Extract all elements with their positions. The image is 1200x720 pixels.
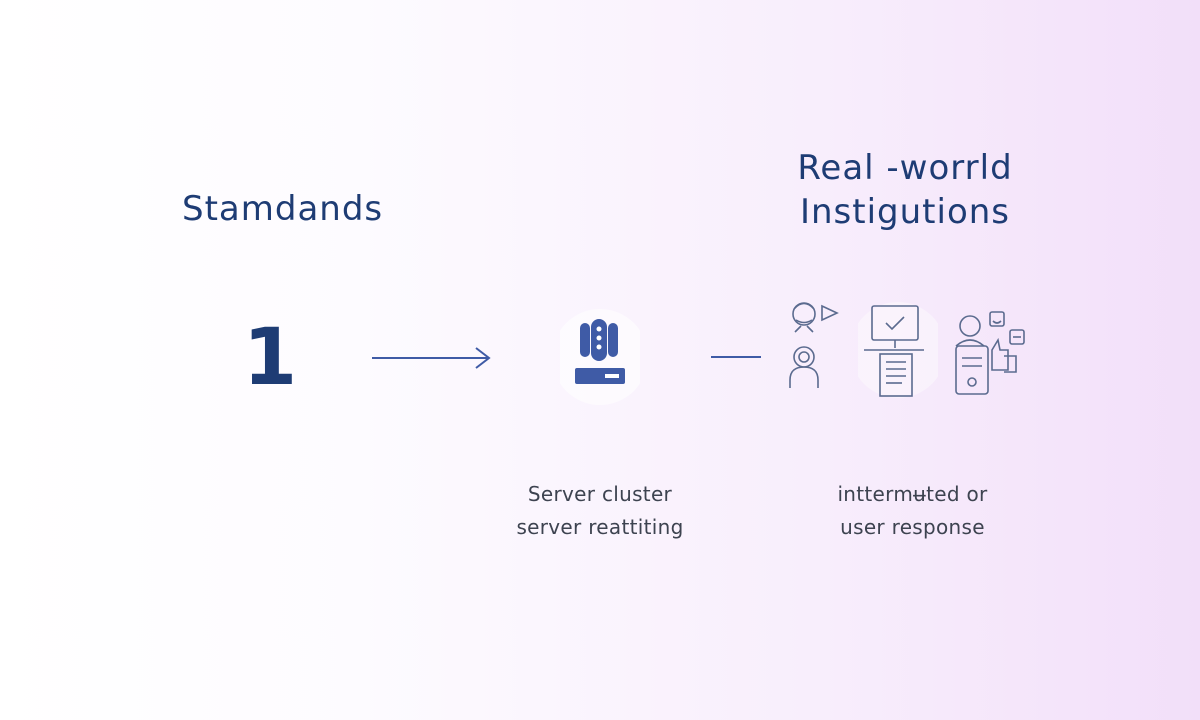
monitor-checklist-icon: [858, 302, 938, 398]
server-cluster-icon: [560, 309, 640, 405]
real-world-heading-line-2: Instigutions: [799, 192, 1011, 232]
server-caption-line-2: server reattiting: [516, 515, 684, 539]
real-world-heading-line-1: Real -worrld: [797, 148, 1013, 188]
user-response-caption: inttermu̶ted or user response: [780, 478, 1045, 544]
server-cluster-caption: Server cluster server reattiting: [480, 478, 720, 544]
step-number: 1: [242, 313, 298, 403]
connector-line: [711, 356, 761, 358]
response-caption-line-1: inttermu̶ted or: [837, 482, 988, 506]
user-avatars-icon: [789, 302, 839, 388]
user-feedback-icon: [955, 311, 1025, 395]
response-caption-line-2: user response: [840, 515, 985, 539]
standards-heading: Stamdands: [182, 189, 384, 229]
server-caption-line-1: Server cluster: [527, 482, 673, 506]
arrow-right-icon: [372, 347, 491, 369]
real-world-heading: Real -worrld Instigutions: [760, 146, 1050, 234]
